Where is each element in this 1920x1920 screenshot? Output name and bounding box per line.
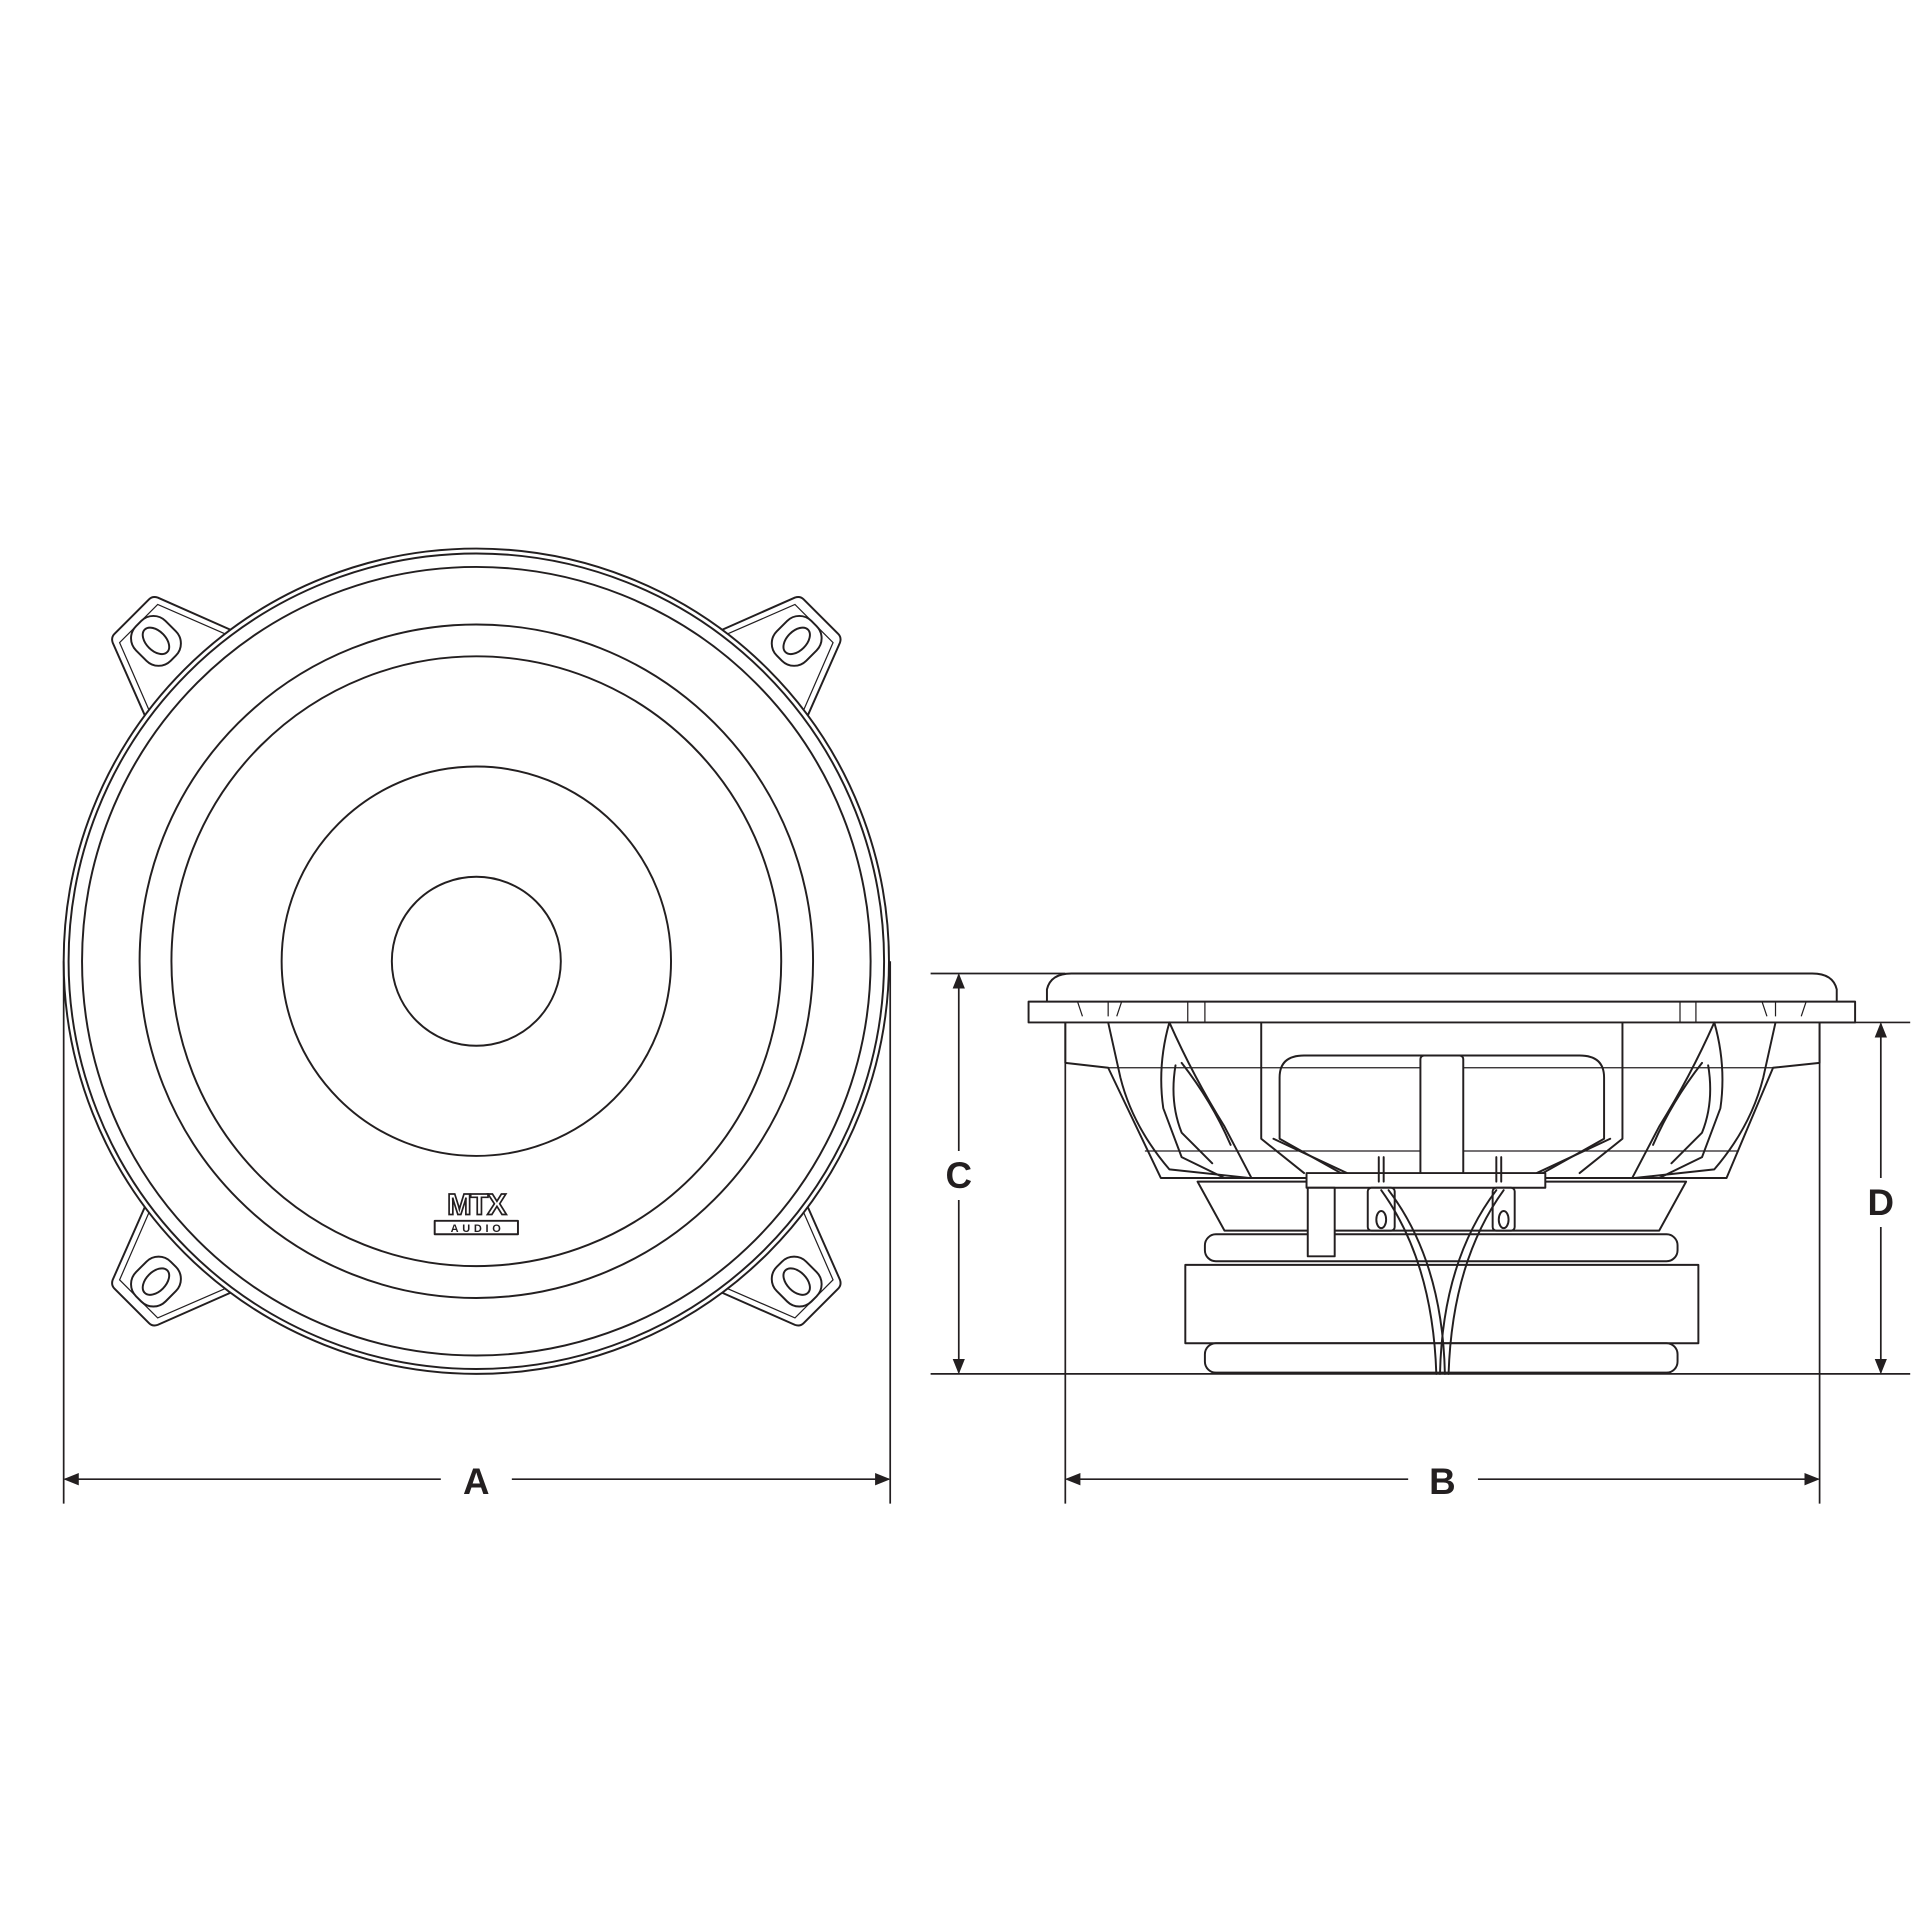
- center-bracket: [1419, 1054, 1465, 1177]
- vent-tube: [1306, 1186, 1336, 1258]
- dimension-c: C: [930, 972, 1911, 1375]
- dimension-d: D: [1819, 1021, 1911, 1375]
- side-view: [1027, 972, 1857, 1375]
- mtx-audio-logo: MTX AUDIO: [433, 1188, 519, 1236]
- basket-neck: [1196, 1180, 1688, 1232]
- front-view: MTX AUDIO: [62, 547, 890, 1375]
- svg-text:A: A: [463, 1461, 490, 1502]
- cone: [280, 765, 672, 1157]
- terminals: [1366, 1156, 1516, 1232]
- surround-inner: [170, 655, 783, 1268]
- top-cover: [1045, 972, 1838, 1002]
- mounting-flange: [1027, 1000, 1857, 1024]
- svg-text:C: C: [946, 1155, 973, 1196]
- top-plate: [1203, 1233, 1679, 1263]
- basket-spokes: [1107, 1021, 1777, 1179]
- terminal-board: [1305, 1172, 1547, 1189]
- svg-text:B: B: [1429, 1461, 1456, 1502]
- gasket-ring: [81, 565, 872, 1357]
- surround-outer: [138, 623, 815, 1299]
- dimension-b: B: [1064, 1022, 1821, 1504]
- dust-cap: [390, 875, 562, 1047]
- svg-text:AUDIO: AUDIO: [451, 1223, 505, 1235]
- svg-text:D: D: [1868, 1182, 1895, 1223]
- lead-wires: [1380, 1189, 1505, 1375]
- svg-text:MTX: MTX: [447, 1189, 507, 1222]
- dimension-a: A: [62, 961, 892, 1504]
